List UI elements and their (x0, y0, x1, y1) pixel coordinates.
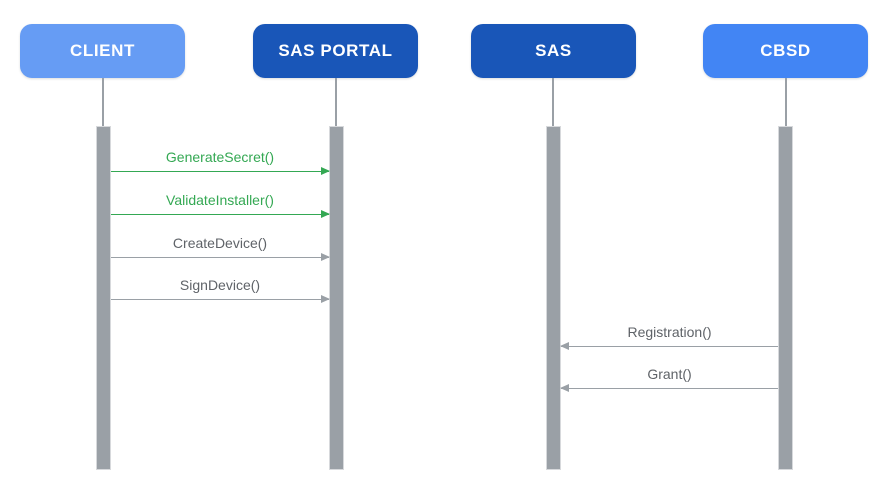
message-arrow (111, 166, 330, 175)
activation-bar-client (96, 126, 111, 470)
message-label: CreateDevice() (172, 235, 268, 251)
message-label: Grant() (647, 366, 692, 382)
message-generate-secret: GenerateSecret() (111, 148, 330, 175)
arrowhead-right-icon (321, 209, 330, 218)
message-grant: Grant() (560, 365, 778, 392)
message-registration: Registration() (560, 323, 778, 350)
activation-bar-sas-portal (329, 126, 344, 470)
actor-box-client: CLIENT (20, 24, 185, 78)
message-create-device: CreateDevice() (111, 234, 330, 261)
message-sign-device: SignDevice() (111, 276, 330, 303)
message-label: SignDevice() (179, 277, 261, 293)
message-arrow (560, 341, 778, 350)
lifeline-sas-portal (335, 78, 337, 127)
arrowhead-right-icon (321, 294, 330, 303)
message-label: GenerateSecret() (165, 149, 275, 165)
lifeline-sas (552, 78, 554, 127)
message-label: ValidateInstaller() (166, 192, 274, 208)
message-arrow (111, 294, 330, 303)
message-arrow (560, 383, 778, 392)
actor-box-cbsd: CBSD (703, 24, 868, 78)
activation-bar-cbsd (778, 126, 793, 470)
actor-box-sas-portal: SAS PORTAL (253, 24, 418, 78)
lifeline-cbsd (785, 78, 787, 127)
message-validate-installer: ValidateInstaller() (111, 191, 330, 218)
lifeline-client (102, 78, 104, 127)
arrowhead-right-icon (321, 252, 330, 261)
message-arrow (111, 209, 330, 218)
message-arrow (111, 252, 330, 261)
actor-box-sas: SAS (471, 24, 636, 78)
arrowhead-left-icon (560, 341, 569, 350)
arrowhead-left-icon (560, 383, 569, 392)
message-label: Registration() (627, 324, 712, 340)
arrowhead-right-icon (321, 166, 330, 175)
activation-bar-sas (546, 126, 561, 470)
